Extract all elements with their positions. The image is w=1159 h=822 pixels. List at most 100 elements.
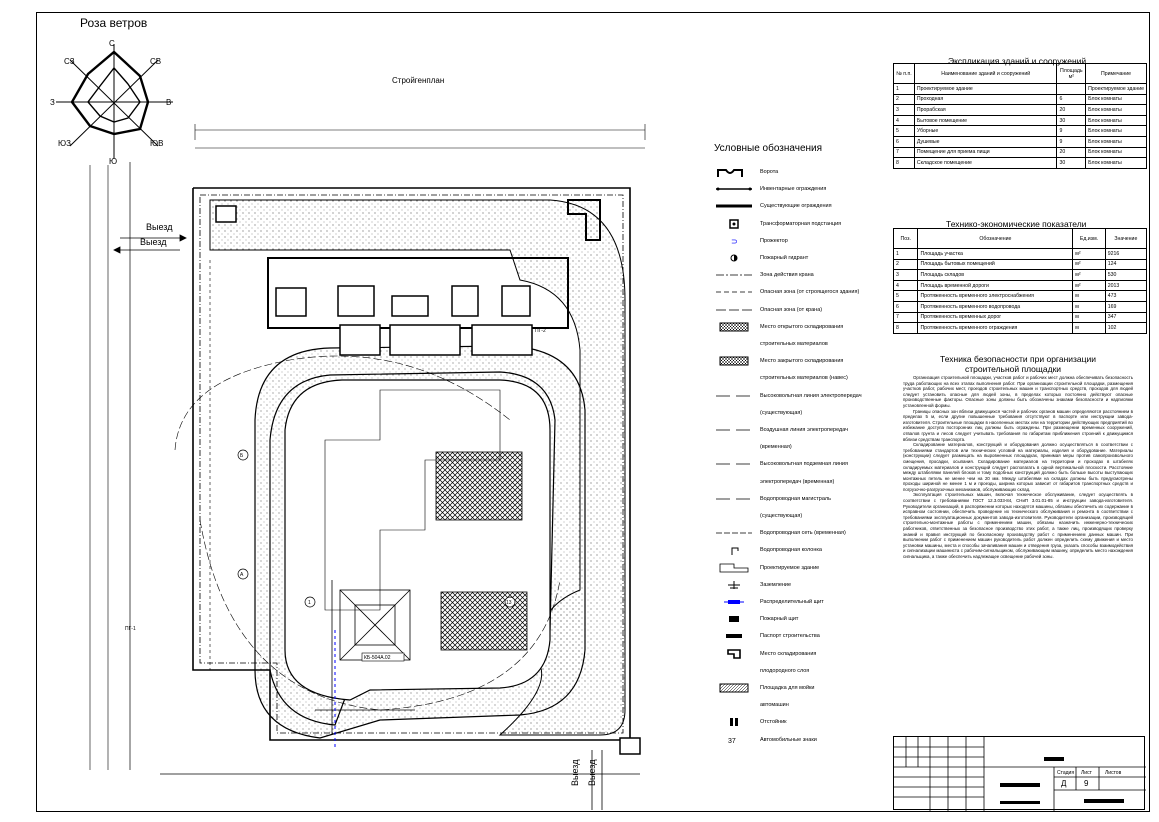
table-cell: Прорабская — [913, 104, 1058, 116]
table-cell: Проектируемое здание — [913, 83, 1058, 95]
axis-label-1: 1 — [308, 600, 311, 606]
legend-symbol — [714, 528, 754, 538]
legend-label: Водопроводная сеть (временная) — [760, 530, 846, 537]
windrose-diagram: С СВ В ЮВ Ю ЮЗ З СЗ — [50, 39, 173, 164]
legend-label: Водопроводная колонка — [760, 547, 822, 554]
table-cell: Площадь бытовых помещений — [917, 258, 1074, 271]
legend-item: Опасная зона (от строящегося здания) — [714, 287, 859, 297]
table-cell: 4 — [892, 279, 919, 292]
table-cell: 6 — [893, 135, 915, 148]
table-cell: 347 — [1104, 311, 1148, 324]
legend-item: электропередач (временная) — [714, 477, 834, 487]
stamp-col-sheet: Лист — [1081, 770, 1092, 776]
table-cell: Блок комнаты — [1085, 135, 1147, 148]
legend-symbol — [714, 666, 754, 676]
table-cell: м — [1072, 290, 1106, 302]
table-cell: 30 — [1056, 114, 1087, 127]
table-cell: 473 — [1104, 290, 1148, 302]
explication-title: Экспликация зданий и сооружений — [948, 56, 1087, 66]
legend-label: Ворота — [760, 169, 779, 175]
table-cell: м — [1072, 311, 1106, 324]
table-cell: 6 — [1056, 93, 1087, 106]
safety-paragraph: Эксплуатация строительных машин, включая… — [903, 492, 1133, 559]
table-cell: 2 — [892, 258, 919, 271]
wind-dir-ne: СВ — [150, 57, 161, 66]
legend-item: плодородного слоя — [714, 666, 809, 676]
table-cell: Протяженность временного ограждения — [917, 322, 1074, 334]
legend-label: Проектируемое здание — [760, 564, 820, 571]
legend-item: Водопроводная сеть (временная) — [714, 528, 846, 538]
legend-label: (существующая) — [760, 409, 803, 416]
table-cell: 4 — [893, 114, 915, 127]
legend-item: Место закрытого складирования — [714, 356, 843, 366]
title-block: Стадия Лист Листов Д 9 — [893, 736, 1146, 811]
table-cell: м² — [1072, 258, 1106, 271]
legend-item: строительных материалов (навес) — [714, 373, 848, 383]
explication-header-note: Примечание — [1085, 63, 1147, 84]
legend-label: Водопроводная магистраль — [760, 495, 831, 502]
table-cell — [1056, 83, 1087, 95]
legend-item: строительных материалов — [714, 339, 828, 349]
hydrant-label-pg1: ПГ-1 — [125, 626, 136, 632]
table-cell: Площадь временной дороги — [917, 279, 1074, 292]
wind-dir-sw: ЮЗ — [58, 139, 71, 148]
legend-symbol — [714, 356, 754, 366]
legend-item: Водопроводная магистраль — [714, 494, 831, 504]
legend-symbol — [714, 580, 754, 590]
legend-item: Распределительный щит — [714, 597, 824, 607]
legend-symbol — [714, 339, 754, 349]
explication-header-name: Наименование зданий и сооружений — [913, 63, 1058, 84]
safety-paragraph: Организация строительной площадки, участ… — [903, 375, 1133, 408]
safety-paragraph: Складирование материалов, конструкций и … — [903, 442, 1133, 492]
legend-symbol — [714, 631, 754, 641]
table-cell: Протяженность временных дорог — [917, 311, 1074, 324]
legend-label: Опасная зона (от крана) — [760, 306, 823, 313]
legend-label: Пожарный гидрант — [760, 255, 809, 261]
tep-header-unit: Ед.изм. — [1072, 228, 1106, 249]
table-cell: 3 — [892, 269, 919, 281]
legend-title: Условные обозначения — [714, 143, 823, 154]
table-cell: 530 — [1104, 269, 1148, 281]
legend-symbol — [714, 201, 754, 211]
legend-symbol — [714, 683, 754, 693]
legend-item: (существующая) — [714, 408, 802, 418]
legend-symbol — [714, 425, 754, 435]
legend-item: Высоковольтная подземная линия — [714, 459, 848, 469]
legend-item: Место открытого складирования — [714, 322, 843, 332]
legend-label: Место складирования — [760, 650, 817, 657]
table-cell: 6 — [892, 300, 919, 313]
legend-item: Трансформаторная подстанция — [714, 218, 841, 229]
legend-label: Автомобильные знаки — [760, 736, 817, 743]
legend-symbol: 37 — [714, 735, 754, 745]
table-cell: 7 — [892, 311, 919, 324]
axis-label-a: А — [240, 572, 244, 578]
legend-symbol — [714, 597, 754, 607]
legend-symbol: ⊃ — [714, 236, 754, 246]
legend-label: Инвентарные ограждения — [760, 186, 827, 193]
table-cell: 2 — [893, 93, 915, 106]
legend-label: автомашин — [760, 702, 789, 709]
table-cell: 124 — [1104, 258, 1148, 271]
table-cell: 7 — [893, 146, 915, 159]
legend-label: Распределительный щит — [760, 599, 824, 605]
legend-item: Проектируемое здание — [714, 563, 819, 573]
legend-symbol — [714, 322, 754, 332]
stamp-letter: Д — [1061, 779, 1067, 788]
legend-label: плодородного слоя — [760, 667, 810, 674]
table-cell: Протяженность временного электроснабжени… — [917, 290, 1074, 302]
legend-label: (временная) — [760, 444, 792, 451]
wind-dir-s: Ю — [109, 157, 117, 164]
svg-text:⊃: ⊃ — [731, 237, 738, 246]
legend-item: Воздушная линия электропередач — [714, 425, 848, 435]
table-cell: 20 — [1056, 104, 1087, 116]
explication-header-area: Площадь м² — [1056, 63, 1087, 84]
legend-item: Инвентарные ограждения — [714, 184, 826, 194]
table-cell: 20 — [1056, 146, 1087, 159]
legend-label: Место открытого складирования — [760, 323, 844, 330]
safety-title-1: Техника безопасности при организации — [940, 354, 1097, 364]
